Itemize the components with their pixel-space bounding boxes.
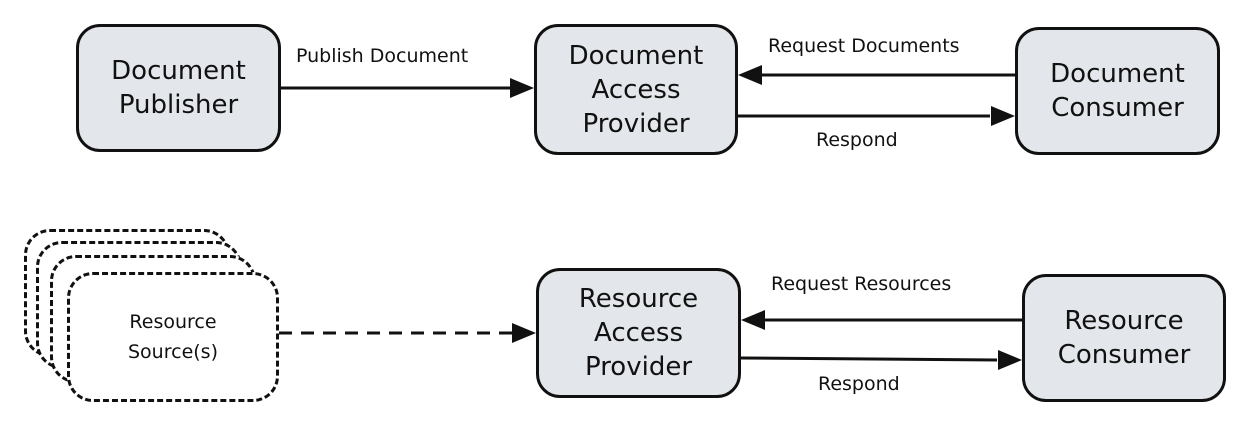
resource-consumer-line-2: Consumer: [1057, 340, 1191, 370]
respond-resources-arrowhead: [998, 350, 1022, 370]
resource-access-provider-line-2: Access: [593, 318, 683, 348]
resource-access-provider-node: Resource Access Provider: [536, 268, 741, 398]
resource-access-provider-line-1: Resource: [578, 284, 699, 314]
publish-document-arrowhead: [510, 78, 534, 98]
document-publisher-line-1: Document: [111, 56, 246, 86]
document-consumer-line-1: Document: [1050, 59, 1185, 89]
resource-consumer-node: Resource Consumer: [1022, 274, 1226, 402]
document-consumer-node: Document Consumer: [1015, 27, 1220, 155]
respond-resources-label: Respond: [818, 373, 900, 395]
publish-document-label: Publish Document: [296, 45, 469, 67]
resource-sources-line-2: Source(s): [128, 341, 218, 363]
resource-source-arrowhead: [512, 323, 536, 343]
respond-resources-arrow: [740, 356, 998, 362]
request-resources-label: Request Resources: [771, 273, 952, 295]
document-access-provider-line-2: Access: [591, 74, 681, 105]
document-access-provider-line-3: Provider: [582, 108, 690, 139]
document-publisher-node: Document Publisher: [76, 24, 281, 152]
document-access-provider-node: Document Access Provider: [534, 24, 738, 155]
resource-sources-line-1: Resource: [129, 311, 217, 333]
request-documents-arrowhead: [738, 65, 762, 85]
resource-access-provider-line-3: Provider: [584, 352, 693, 382]
resource-consumer-line-1: Resource: [1064, 306, 1184, 336]
respond-documents-arrowhead: [991, 106, 1015, 126]
document-consumer-line-2: Consumer: [1051, 93, 1184, 123]
request-resources-arrowhead: [741, 310, 765, 330]
document-publisher-line-2: Publisher: [118, 90, 239, 120]
document-access-provider-line-1: Document: [568, 40, 704, 71]
respond-documents-label: Respond: [816, 129, 898, 151]
resource-sources-node: Resource Source(s): [67, 272, 279, 402]
request-documents-label: Request Documents: [768, 35, 960, 57]
